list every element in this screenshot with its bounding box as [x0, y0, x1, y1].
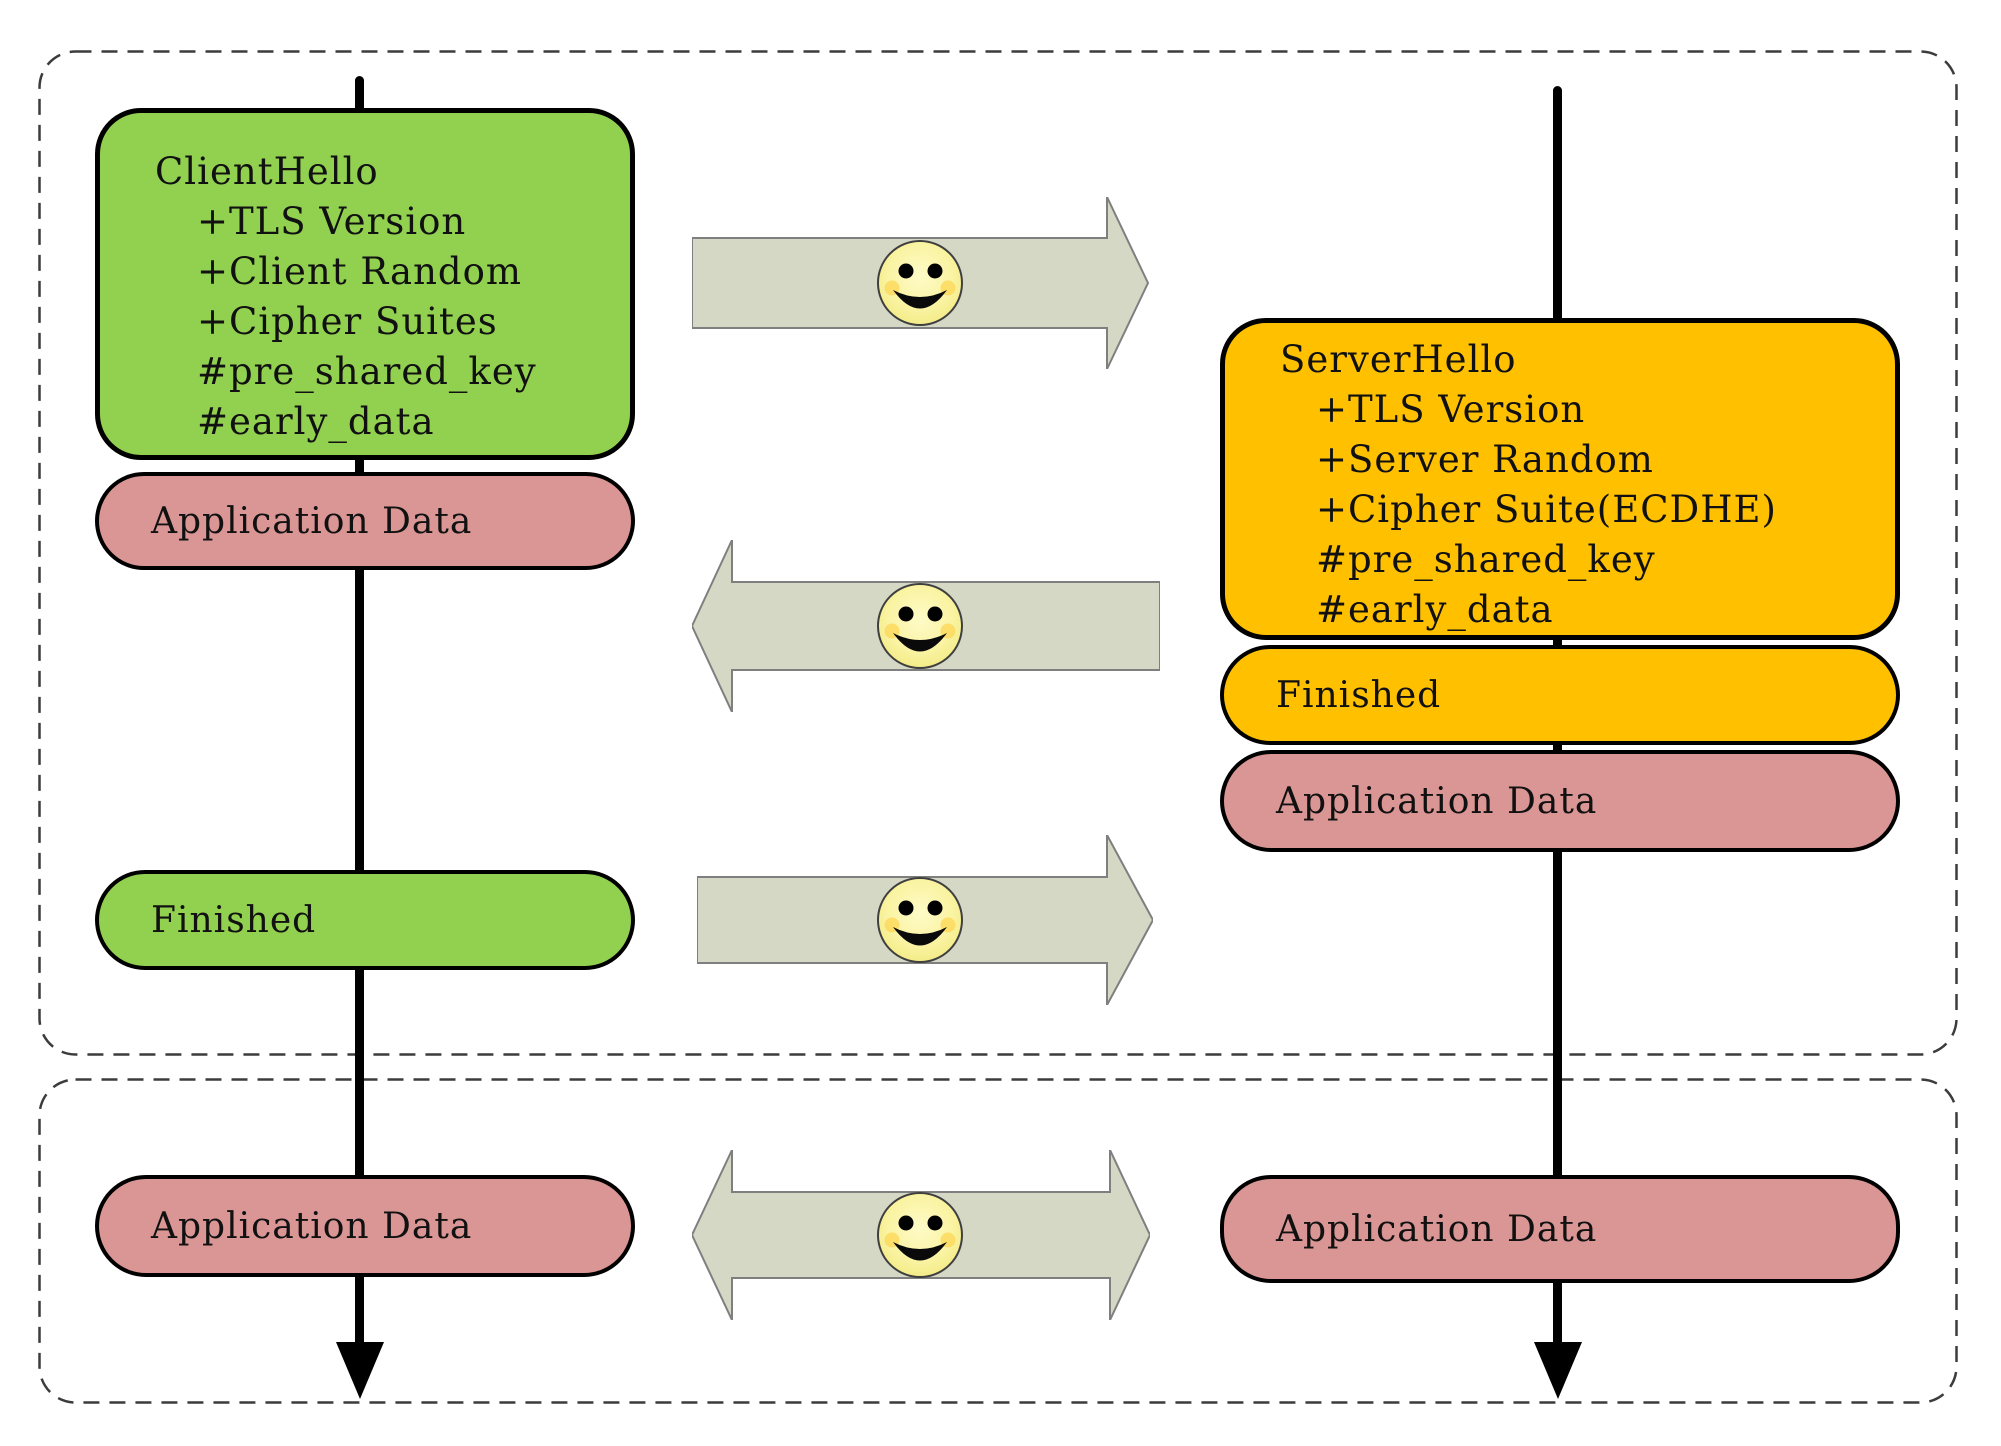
client-finished-label: Finished [151, 899, 317, 941]
server-flight-arrow-left [692, 540, 1160, 712]
client-hello-field: #pre_shared_key [197, 350, 537, 393]
server-hello-field: +Server Random [1316, 438, 1654, 481]
client-hello-fields: +TLS Version +Client Random +Cipher Suit… [197, 197, 630, 447]
server-hello-field: #pre_shared_key [1316, 538, 1656, 581]
client-timeline-arrowhead-icon [336, 1342, 384, 1399]
server-hello-box: ServerHello +TLS Version +Server Random … [1220, 318, 1900, 640]
server-finished-label: Finished [1276, 674, 1442, 716]
client-finished-arrow-right [697, 835, 1153, 1005]
server-hello-field: +TLS Version [1316, 388, 1586, 431]
application-data-session-container [38, 1078, 1958, 1404]
client-flight-arrow-right [692, 197, 1150, 369]
handshake-session-container [38, 50, 1958, 1056]
client-timeline [355, 76, 364, 1342]
client-finished-box: Finished [95, 870, 635, 970]
smiley-face-icon [877, 877, 963, 963]
server-hello-field: #early_data [1316, 588, 1554, 631]
server-finished-box: Finished [1220, 645, 1900, 745]
smiley-face-icon [877, 1192, 963, 1278]
server-timeline-arrowhead-icon [1534, 1342, 1582, 1399]
client-hello-field: +Client Random [197, 250, 522, 293]
smiley-face-icon [877, 240, 963, 326]
server-hello-title: ServerHello [1280, 338, 1517, 381]
server-hello-fields: +TLS Version +Server Random +Cipher Suit… [1316, 385, 1895, 635]
client-hello-box: ClientHello +TLS Version +Client Random … [95, 108, 635, 460]
server-post-application-data-box: Application Data [1220, 1175, 1900, 1283]
smiley-face-icon [877, 583, 963, 669]
server-post-application-data-label: Application Data [1276, 1208, 1598, 1250]
client-early-application-data-label: Application Data [151, 500, 473, 542]
client-hello-field: #early_data [197, 400, 435, 443]
application-data-arrow-both [692, 1150, 1150, 1320]
client-hello-field: +TLS Version [197, 200, 467, 243]
client-application-data-box: Application Data [95, 1175, 635, 1277]
server-application-data-label: Application Data [1276, 780, 1598, 822]
server-application-data-box: Application Data [1220, 750, 1900, 852]
client-hello-title: ClientHello [155, 150, 379, 193]
client-early-application-data-box: Application Data [95, 472, 635, 570]
server-hello-field: +Cipher Suite(ECDHE) [1316, 488, 1777, 531]
client-hello-field: +Cipher Suites [197, 300, 498, 343]
client-application-data-label: Application Data [151, 1205, 473, 1247]
